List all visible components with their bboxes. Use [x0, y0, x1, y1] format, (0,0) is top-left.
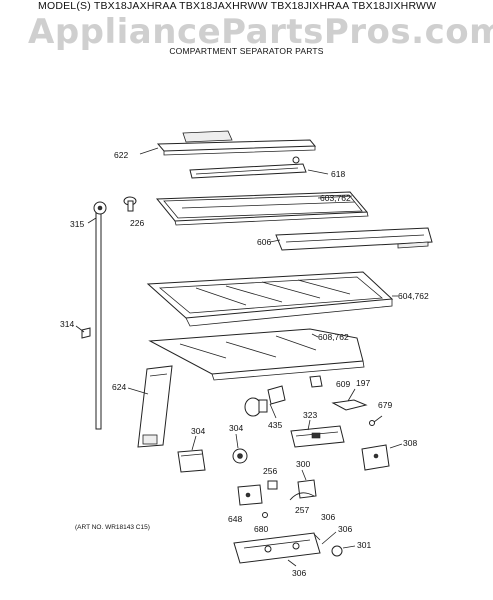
label-308: 308	[403, 438, 417, 448]
label-609: 609	[336, 379, 350, 389]
leader-603	[317, 195, 353, 199]
art-number: (ART NO. WR18143 C15)	[75, 524, 150, 531]
label-304a: 304	[191, 426, 205, 436]
leader-197	[347, 388, 356, 402]
part-648-control[interactable]	[237, 484, 263, 506]
label-624: 624	[112, 382, 126, 392]
label-315: 315	[70, 219, 84, 229]
leader-608	[311, 333, 319, 338]
leader-606	[269, 239, 281, 243]
leader-301	[342, 545, 356, 549]
part-315-rod[interactable]	[93, 201, 107, 430]
leader-315	[87, 217, 97, 224]
part-622-cover[interactable]	[156, 130, 317, 156]
part-435-lamp[interactable]	[244, 385, 286, 417]
leader-306b	[321, 531, 337, 545]
label-435: 435	[268, 420, 282, 430]
part-304-control[interactable]	[177, 449, 206, 473]
label-306c: 306	[292, 568, 306, 578]
leader-300	[301, 469, 307, 481]
part-603-shelf[interactable]	[155, 191, 369, 226]
part-306-bracket[interactable]	[233, 532, 321, 564]
label-604: 604,762	[398, 291, 429, 301]
part-300-thermostat[interactable]	[289, 479, 317, 501]
label-608: 608,762	[318, 332, 349, 342]
label-603: 603,762	[320, 193, 351, 203]
label-679: 679	[378, 400, 392, 410]
part-624-plate[interactable]	[137, 365, 173, 448]
label-226: 226	[130, 218, 144, 228]
part-256-connector[interactable]	[267, 480, 278, 490]
label-606: 606	[257, 237, 271, 247]
leader-624	[127, 387, 149, 395]
leader-306a	[313, 533, 321, 541]
part-226-knob[interactable]	[123, 196, 137, 212]
label-648: 648	[228, 514, 242, 524]
label-257: 257	[295, 505, 309, 515]
leader-435	[269, 403, 277, 419]
label-680: 680	[254, 524, 268, 534]
model-numbers: MODEL(S) TBX18JAXHRAA TBX18JAXHRWW TBX18…	[38, 0, 437, 12]
leader-308	[389, 443, 403, 449]
part-308-switch[interactable]	[361, 444, 390, 471]
leader-618	[307, 169, 329, 175]
part-608-pan[interactable]	[148, 328, 365, 381]
part-609[interactable]	[309, 375, 323, 388]
leader-314	[75, 325, 85, 333]
part-197-damper[interactable]	[331, 399, 368, 411]
part-606-bracket[interactable]	[275, 227, 433, 251]
part-304-dial[interactable]	[232, 448, 248, 464]
label-301: 301	[357, 540, 371, 550]
label-618: 618	[331, 169, 345, 179]
label-300: 300	[296, 459, 310, 469]
watermark: AppliancePartsPros.com	[28, 12, 493, 52]
label-314: 314	[60, 319, 74, 329]
label-306b: 306	[338, 524, 352, 534]
leader-323	[307, 419, 311, 431]
leader-304b	[235, 433, 239, 449]
leader-306c	[287, 559, 297, 567]
leader-304a	[191, 435, 197, 451]
label-256: 256	[263, 466, 277, 476]
part-679-screw[interactable]	[369, 415, 383, 426]
diagram-subtitle: COMPARTMENT SEPARATOR PARTS	[169, 46, 324, 56]
part-618-channel[interactable]	[189, 156, 307, 179]
part-301-knob[interactable]	[331, 545, 343, 557]
part-604-separator[interactable]	[146, 271, 394, 327]
leader-622	[139, 147, 159, 155]
label-197: 197	[356, 378, 370, 388]
label-622: 622	[114, 150, 128, 160]
label-323: 323	[303, 410, 317, 420]
part-314-clip[interactable]	[81, 327, 91, 339]
label-304b: 304	[229, 423, 243, 433]
part-680-screw[interactable]	[262, 512, 268, 518]
label-306a: 306	[321, 512, 335, 522]
part-323-housing[interactable]	[290, 425, 345, 448]
